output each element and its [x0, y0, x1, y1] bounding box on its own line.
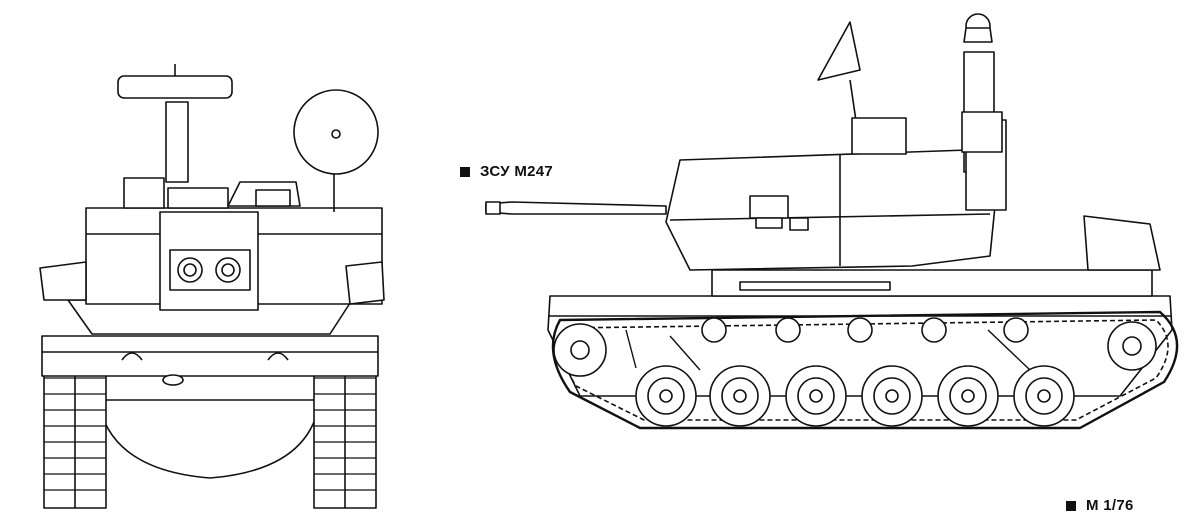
side-turret — [665, 149, 997, 271]
scale-text: M 1/76 — [1086, 497, 1134, 514]
side-road-wheels — [635, 365, 1075, 427]
front-hull-band — [41, 335, 379, 377]
vehicle-name-text: ЗСУ M247 — [480, 163, 554, 180]
side-track — [551, 310, 1179, 430]
front-lower-hull — [97, 399, 321, 479]
side-tracking-radar — [817, 21, 861, 81]
vehicle-name-label: ЗСУ M247 — [460, 163, 553, 180]
side-return-rollers — [701, 317, 1029, 343]
front-search-radar — [117, 75, 233, 99]
scale-label: M 1/76 — [1066, 497, 1134, 514]
bullet-square-icon — [460, 166, 470, 177]
side-gun-barrel — [485, 201, 667, 215]
front-view — [39, 64, 385, 509]
side-view — [485, 13, 1179, 430]
bullet-square-icon — [1066, 500, 1076, 511]
